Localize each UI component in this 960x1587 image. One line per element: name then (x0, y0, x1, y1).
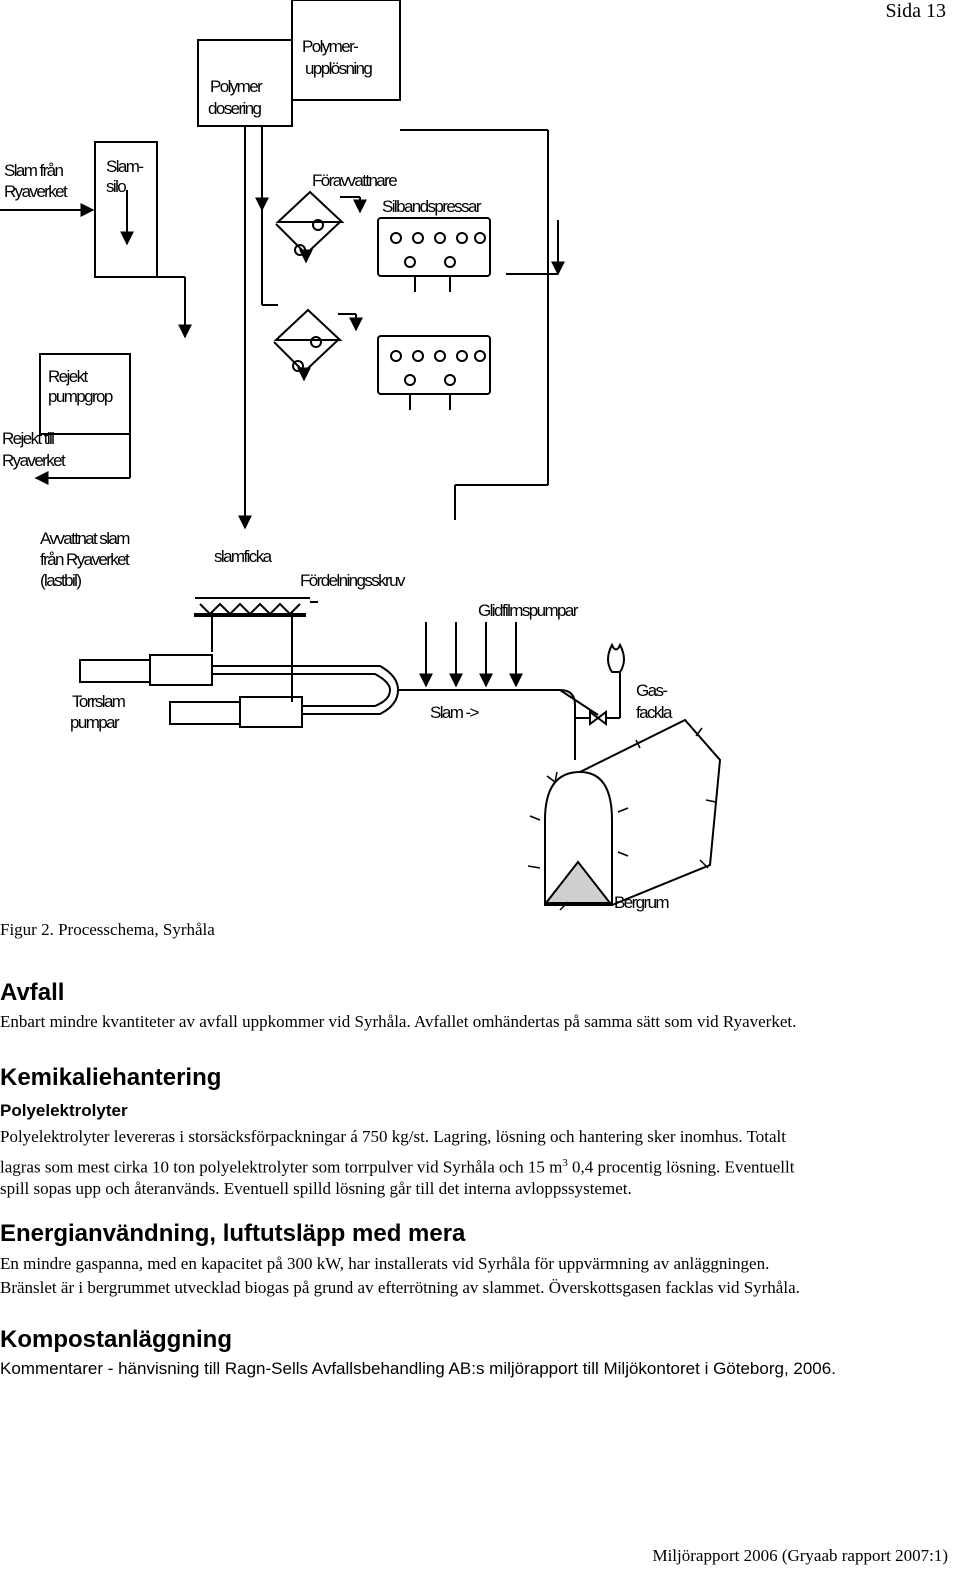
heading-kemikaliehantering: Kemikaliehantering (0, 1064, 222, 1091)
label-polymerdosering-1: Polymer (210, 77, 263, 96)
label-torrslampumpar-1: Torrslam (72, 692, 126, 711)
kompost-text: Kommentarer - hänvisning till Ragn-Sells… (0, 1359, 836, 1378)
kemikalie-line-2-a: lagras som mest cirka 10 ton polyelektro… (0, 1157, 563, 1177)
label-slamsilo-1: Slam- (106, 157, 143, 176)
label-slamsilo-2: silo (106, 177, 126, 196)
slamsilo-box (94, 141, 158, 278)
process-diagram: Polymer- upplösning Polymer dosering Sla… (0, 0, 722, 912)
silbandspress-2 (377, 335, 491, 395)
label-slam-fran-1: Slam från (4, 161, 63, 180)
label-rejekt-till-1: Rejekt till (2, 429, 54, 448)
subheading-polyelektrolyter: Polyelektrolyter (0, 1101, 128, 1120)
rejekt-pumpgrop-box (39, 353, 131, 435)
label-slam-arrow: Slam -> (430, 703, 480, 722)
label-slamficka: slamficka (214, 547, 273, 566)
label-silbandspressar: Silbandspressar (382, 197, 482, 216)
bergrum-cave (544, 770, 613, 906)
label-polymerupplosning-2: upplösning (305, 59, 372, 78)
label-slam-fran-2: Ryaverket (4, 182, 68, 201)
heading-avfall: Avfall (0, 979, 65, 1006)
footer: Miljörapport 2006 (Gryaab rapport 2007:1… (652, 1546, 948, 1565)
label-fordelningsskruv: Fördelningsskruv (300, 571, 406, 590)
kemikalie-line-2-b: 0,4 procentig lösning. Eventuellt (567, 1157, 795, 1177)
label-foravvattnare: Föravvattnare (312, 171, 397, 190)
figure-caption: Figur 2. Processchema, Syrhåla (0, 920, 215, 939)
label-avvattnat-1: Avvattnat slam (40, 529, 130, 548)
page-number: Sida 13 (885, 0, 946, 22)
energi-line-2: Bränslet är i bergrummet utvecklad bioga… (0, 1278, 800, 1297)
label-bergrum: Bergrum (614, 893, 669, 912)
label-torrslampumpar-2: pumpar (70, 713, 120, 732)
kemikalie-line-3: spill sopas upp och återanvänds. Eventue… (0, 1179, 632, 1198)
energi-line-1: En mindre gaspanna, med en kapacitet på … (0, 1254, 770, 1273)
torrslampump-1 (79, 659, 151, 683)
foravvattnare-unit-2 (273, 308, 343, 341)
foravvattnare-unit-1 (275, 190, 345, 223)
superscript-3: 3 (562, 1157, 568, 1169)
heading-kompostanlaggning: Kompostanläggning (0, 1326, 232, 1353)
heading-energianvandning: Energianvändning, luftutsläpp med mera (0, 1220, 466, 1247)
label-avvattnat-3: (lastbil) (40, 571, 81, 590)
kemikalie-line-1: Polyelektrolyter levereras i storsäcksfö… (0, 1127, 786, 1146)
label-gasfackla-2: fackla (636, 703, 673, 722)
label-avvattnat-2: från Ryaverket (40, 550, 130, 569)
label-polymerupplosning-1: Polymer- (302, 37, 358, 56)
label-gasfackla-1: Gas- (636, 681, 667, 700)
kemikalie-line-2: lagras som mest cirka 10 ton polyelektro… (0, 1150, 955, 1181)
label-polymerdosering-2: dosering (208, 99, 262, 118)
label-rejekt-till-2: Ryaverket (2, 451, 66, 470)
gasfackla-flame (607, 642, 625, 673)
label-rejekt-pumpgrop-2: pumpgrop (48, 387, 113, 406)
label-rejekt-pumpgrop-1: Rejekt (48, 367, 88, 386)
torrslampump-2 (169, 701, 241, 725)
valve (589, 710, 607, 726)
fordelningsskruv (199, 602, 301, 616)
label-glidfilmspumpar: Glidfilmspumpar (478, 601, 579, 620)
silbandspress-1 (377, 217, 491, 277)
avfall-text: Enbart mindre kvantiteter av avfall uppk… (0, 1012, 797, 1031)
